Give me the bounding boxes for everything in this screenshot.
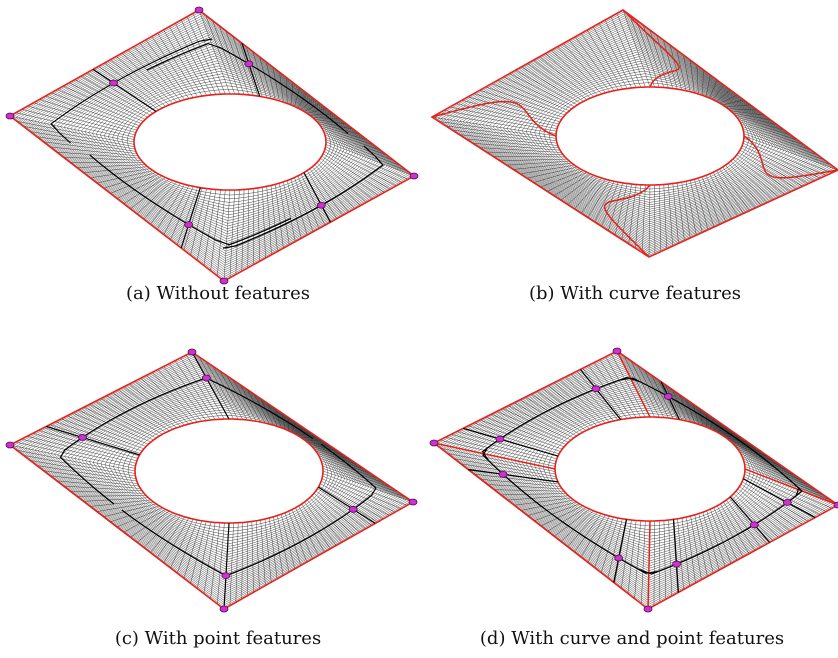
curve-features	[431, 9, 838, 258]
singular-point	[184, 221, 194, 229]
singular-point	[498, 470, 508, 478]
inner-hole-boundary	[134, 418, 324, 524]
caption-c: (c) With point features	[114, 628, 322, 649]
corner-point	[429, 439, 439, 447]
singular-point	[591, 385, 601, 393]
corner-point	[219, 277, 229, 285]
inner-hole-boundary	[554, 416, 746, 522]
singular-point	[749, 521, 759, 529]
mesh-ring-lines	[12, 11, 413, 280]
corner-point	[409, 172, 419, 180]
singular-point	[663, 393, 673, 400]
singular-point	[109, 79, 118, 87]
corner-point	[612, 347, 622, 355]
singular-point	[78, 434, 87, 441]
caption-b: (b) With curve features	[529, 283, 741, 304]
singular-point	[201, 374, 211, 382]
corner-point	[187, 348, 197, 356]
corner-point	[194, 6, 204, 14]
corner-point	[5, 112, 15, 120]
panel-c-mesh	[5, 348, 418, 613]
singular-point	[244, 60, 254, 68]
corner-point	[643, 605, 653, 613]
corner-point	[833, 501, 838, 509]
caption-d: (d) With curve and point features	[479, 628, 785, 649]
panel-b-mesh	[430, 9, 838, 258]
corner-point	[408, 498, 418, 506]
singular-point	[672, 560, 681, 568]
panel-d-mesh	[429, 347, 838, 613]
singular-point	[221, 572, 231, 580]
singular-point	[495, 435, 505, 443]
inner-hole-boundary	[133, 93, 327, 191]
corner-point	[219, 605, 229, 613]
caption-a: (a) Without features	[125, 283, 311, 304]
singular-point	[348, 505, 358, 513]
corner-point	[5, 441, 15, 449]
singular-point	[782, 499, 792, 506]
singular-point	[614, 554, 624, 562]
singular-point	[316, 201, 326, 209]
panel-a-mesh	[5, 6, 419, 285]
mesh-ring-lines	[434, 11, 837, 256]
inner-hole-boundary	[555, 86, 745, 186]
